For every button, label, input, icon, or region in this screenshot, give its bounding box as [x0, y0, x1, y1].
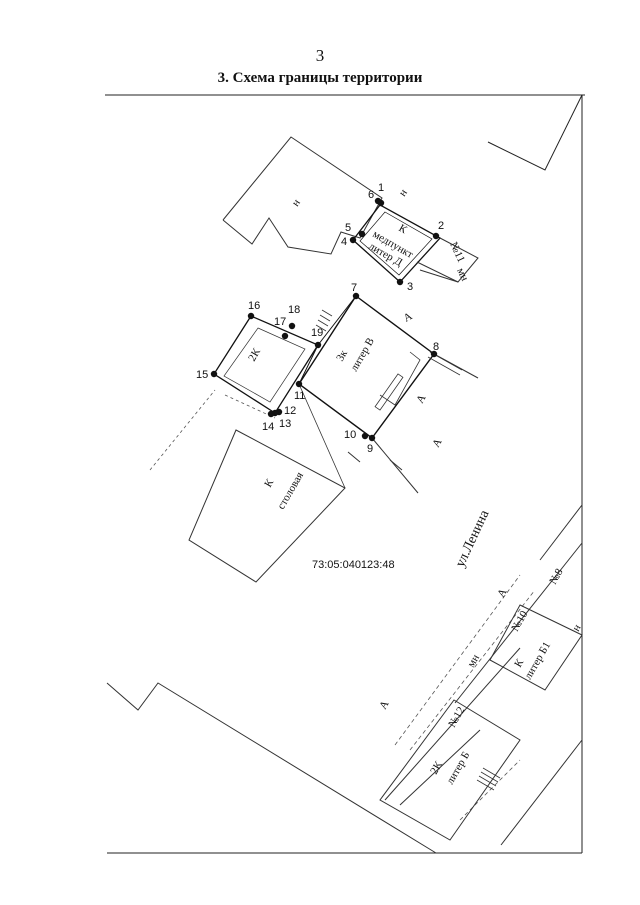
cadastral-number: 73:05:040123:48	[312, 559, 395, 571]
house-b-type: 2К	[428, 759, 445, 777]
boundary-point-9	[368, 434, 376, 442]
boundary-point-19	[314, 341, 322, 349]
boundary-point-label-7: 7	[351, 282, 357, 294]
east-lines	[347, 353, 479, 494]
boundary-point-label-10: 10	[344, 429, 356, 441]
boundary-point-14	[267, 410, 275, 418]
boundary-point-label-3: 3	[407, 281, 413, 293]
street-dashed	[394, 574, 536, 821]
boundary-point-label-2: 2	[438, 220, 444, 232]
boundary-point-10	[361, 432, 369, 440]
boundary-point-5	[358, 230, 366, 238]
main-building: 3к литер В	[298, 294, 463, 439]
label-n-2: н	[397, 187, 410, 199]
street-label: ул.Ленина	[453, 507, 493, 569]
house-b1-type: К	[512, 657, 526, 670]
house-b1: К литер Б1	[489, 604, 583, 691]
label-a-3: А	[430, 437, 444, 450]
boundary-point-label-14: 14	[262, 421, 274, 433]
house-b1-letter: литер Б1	[522, 640, 553, 682]
label-a-5: А	[495, 587, 509, 600]
mn-label-street: мн	[465, 652, 482, 669]
boundary-point-label-18: 18	[288, 304, 300, 316]
boundary-point-2	[432, 232, 440, 240]
map-frame	[105, 94, 585, 854]
label-a-2: А	[414, 393, 428, 406]
boundary-point-8	[430, 350, 438, 358]
boundary-point-7	[352, 292, 360, 300]
street-lines	[106, 504, 583, 854]
boundary-point-3	[396, 278, 404, 286]
boundary-point-label-16: 16	[248, 300, 260, 312]
annex-11	[416, 237, 479, 283]
boundary-point-label-12: 12	[284, 405, 296, 417]
boundary-point-11	[295, 380, 303, 388]
house-number-12: №12	[446, 705, 467, 730]
page-title: 3. Схема границы территории	[217, 70, 423, 86]
boundary-point-label-17: 17	[274, 316, 286, 328]
boundary-point-label-4: 4	[341, 236, 347, 248]
house-b-letter: литер Б	[444, 750, 472, 787]
boundary-point-label-13: 13	[279, 418, 291, 430]
boundary-point-label-19: 19	[311, 327, 323, 339]
lot-boundary-north	[222, 136, 383, 255]
boundary-point-17	[281, 332, 289, 340]
boundary-point-label-1: 1	[378, 182, 384, 194]
fence-lines	[149, 389, 276, 471]
medpunkt-building: К медпункт литер Д	[352, 204, 442, 283]
boundary-point-label-8: 8	[433, 341, 439, 353]
boundary-point-label-9: 9	[367, 443, 373, 455]
label-a-1: А	[402, 310, 415, 324]
boundary-point-label-6: 6	[368, 189, 374, 201]
boundary-point-label-15: 15	[196, 369, 208, 381]
canteen-type: К	[262, 477, 276, 490]
label-a-4: А	[377, 699, 391, 712]
house-number-11: №11	[447, 240, 467, 264]
boundary-point-4	[349, 236, 357, 244]
boundary-point-label-5: 5	[345, 222, 351, 234]
medpunkt-type: К	[397, 222, 410, 236]
label-n-3: н	[570, 622, 583, 633]
canteen-name: столовая	[275, 470, 306, 511]
canteen-building: К столовая	[188, 383, 346, 583]
boundary-point-16	[247, 312, 255, 320]
boundary-point-label-11: 11	[294, 390, 305, 402]
main-letter: литер В	[348, 336, 377, 374]
main-type: 3к	[334, 348, 350, 364]
wing-type: 2К	[246, 346, 263, 364]
label-n-1: н	[290, 197, 303, 209]
page-number: 3	[315, 46, 325, 65]
boundary-point-18	[288, 322, 296, 330]
annex-mn-label: мн	[454, 266, 470, 283]
boundary-point-15	[210, 370, 218, 378]
boundary-point-6	[374, 197, 382, 205]
